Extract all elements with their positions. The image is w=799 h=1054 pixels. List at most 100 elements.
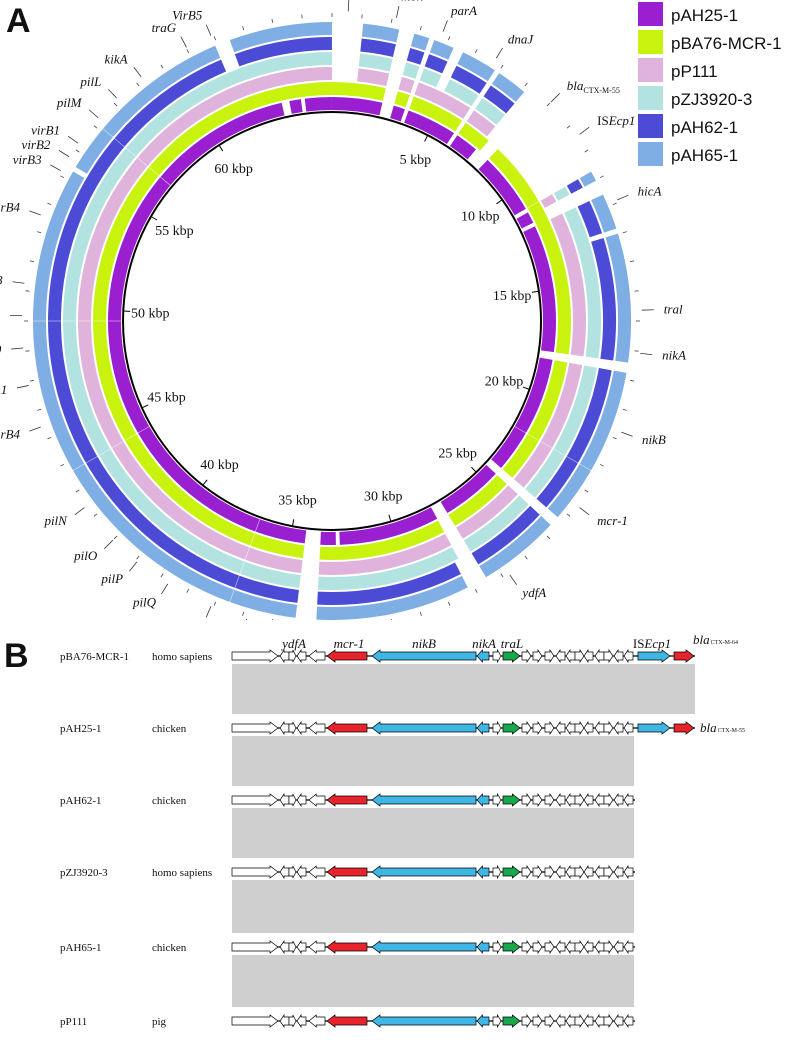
ISEcp1-arrow — [638, 650, 670, 662]
panel-a-letter: A — [6, 2, 31, 41]
kbp-tick-mark — [425, 135, 428, 141]
host-name: chicken — [152, 942, 187, 954]
gene-label: pilM — [56, 95, 83, 110]
top-gene-label: ydfA — [280, 636, 306, 651]
gene-arrow — [297, 650, 306, 662]
top-gene-label: ISEcp1 — [633, 636, 671, 651]
outer-tick — [30, 380, 34, 381]
gene-arrow — [533, 941, 542, 953]
plasmid-name: pBA76-MCR-1 — [60, 651, 129, 663]
gene-label: kikA — [105, 51, 128, 66]
gene-arrow — [522, 866, 531, 878]
host-name: homo sapiens — [152, 867, 212, 879]
outer-tick — [501, 65, 503, 68]
gene-leader-line — [580, 127, 590, 134]
gene-label: VirB5 — [172, 7, 203, 22]
gene-arrow — [584, 866, 593, 878]
legend-label: pZJ3920-3 — [671, 90, 752, 109]
plasmid-name: pAH62-1 — [60, 795, 102, 807]
nikA-arrow — [477, 1015, 489, 1027]
traL-arrow — [503, 722, 520, 734]
gene-label: dnaJ — [508, 31, 535, 46]
gene-arrow — [232, 1015, 278, 1027]
kbp-tick-mark — [471, 467, 476, 472]
ring-segment-pP111 — [357, 68, 389, 86]
gene-arrow — [595, 1015, 604, 1027]
gene-label: virB3 — [13, 152, 42, 167]
gene-label: pilP — [100, 571, 123, 586]
outer-tick — [37, 232, 41, 233]
ring-segment-pAH62-1 — [567, 179, 583, 194]
gene-arrow — [280, 650, 289, 662]
gene-arrow — [309, 650, 325, 662]
gene-arrow — [604, 650, 613, 662]
gene-arrow — [522, 794, 531, 806]
traL-arrow — [503, 794, 520, 806]
outer-tick — [137, 556, 140, 559]
outer-tick — [525, 556, 528, 559]
backbone-circle — [123, 112, 541, 530]
outer-tick — [60, 176, 64, 178]
outer-tick — [243, 26, 244, 30]
mcr-1-arrow — [327, 722, 367, 734]
gene-leader-line — [206, 606, 211, 617]
gene-arrow — [556, 941, 565, 953]
gene-arrow — [614, 866, 623, 878]
kbp-tick-label: 25 kbp — [438, 447, 477, 462]
gene-arrow — [297, 1015, 306, 1027]
ring-segment-pZJ3920-3 — [359, 53, 393, 71]
homology-block — [232, 880, 634, 933]
gene-arrow — [533, 866, 542, 878]
gene-leader-line — [129, 562, 137, 571]
kbp-tick-label: 30 kbp — [364, 490, 403, 505]
outer-tick — [60, 464, 64, 466]
host-name: pig — [152, 1016, 167, 1028]
outer-tick — [623, 409, 627, 410]
gene-arrow — [522, 650, 531, 662]
outer-tick — [420, 612, 421, 616]
plasmid-name: pP111 — [60, 1016, 87, 1028]
gene-arrow — [556, 650, 565, 662]
gene-label: hicA — [638, 183, 662, 198]
gene-arrow — [533, 1015, 542, 1027]
legend-swatch — [638, 142, 663, 166]
gene-arrow — [566, 722, 575, 734]
gene-arrow — [614, 722, 623, 734]
legend-swatch — [638, 58, 663, 82]
nikB-arrow — [372, 794, 476, 806]
gene-arrow — [309, 1015, 325, 1027]
gene-arrow — [232, 941, 278, 953]
gene-label: blaCTX-M-55 — [567, 78, 620, 95]
ring-segment-pAH25-1 — [289, 99, 302, 114]
gene-label: mok — [401, 0, 423, 3]
mcr-1-arrow — [327, 866, 367, 878]
gene-arrow — [280, 722, 289, 734]
gene-arrow — [533, 722, 542, 734]
kbp-tick-mark — [523, 387, 530, 389]
gene-arrow — [493, 941, 501, 953]
gene-label: tral — [664, 301, 683, 316]
legend-swatch — [638, 30, 663, 54]
gene-label: virB4 — [0, 199, 21, 214]
mcr-1-arrow — [327, 794, 367, 806]
gene-arrow — [545, 794, 554, 806]
legend-label: pBA76-MCR-1 — [671, 34, 782, 53]
outer-tick — [420, 26, 421, 30]
outer-tick — [585, 490, 588, 492]
outer-tick — [161, 65, 163, 68]
gene-arrow — [289, 1015, 296, 1027]
outer-tick — [567, 126, 570, 129]
gene-arrow — [566, 866, 575, 878]
top-gene-label: nikB — [412, 636, 436, 651]
kbp-tick-mark — [142, 405, 148, 408]
outer-tick — [547, 536, 550, 539]
ring-segment-pP111 — [398, 77, 414, 93]
traL-arrow — [503, 941, 520, 953]
gene-label: nikA — [662, 348, 686, 363]
outer-tick — [567, 514, 570, 517]
gene-leader-line — [396, 6, 398, 18]
gene-leader-line — [89, 110, 98, 118]
outer-tick — [272, 619, 273, 620]
gene-label: pilL — [79, 74, 101, 89]
